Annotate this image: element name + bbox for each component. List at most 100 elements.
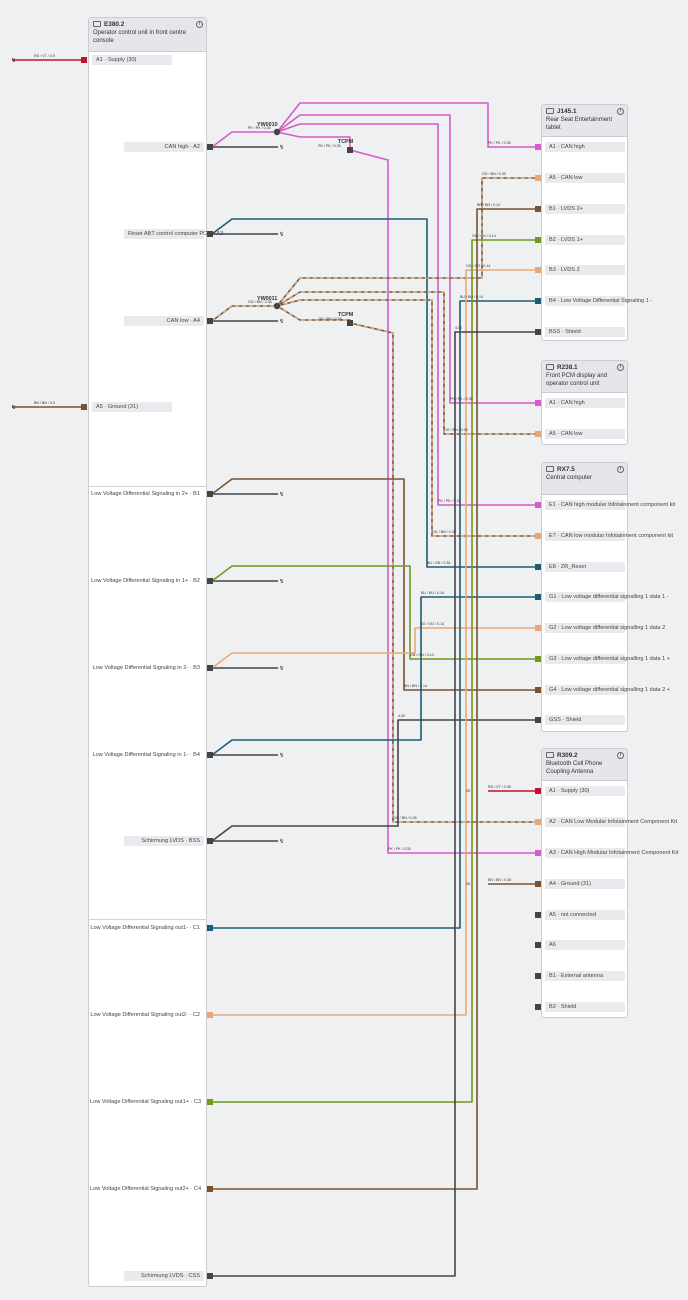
r238-pins-0[interactable]: A1 · CAN high xyxy=(545,398,625,408)
rx7-pins-4[interactable]: G2 · Low voltage differential signalling… xyxy=(545,623,665,633)
rx7-pins-7[interactable]: GSS · Shield xyxy=(545,715,625,725)
e380-terminal-10[interactable] xyxy=(207,925,213,931)
j145-pins-1[interactable]: A5 · CAN low xyxy=(545,173,625,183)
rx7-pins-5[interactable]: G3 · Low voltage differential signalling… xyxy=(545,654,670,664)
j145-pins-4[interactable]: B3 · LVDS 2 xyxy=(545,265,625,275)
rx7-terminal-7[interactable] xyxy=(535,717,541,723)
connector-link-icon[interactable]: ↯ xyxy=(279,144,284,151)
r309-terminal-4[interactable] xyxy=(535,912,541,918)
j145-terminal-5[interactable] xyxy=(535,298,541,304)
r309-terminal-7[interactable] xyxy=(535,1004,541,1010)
wire-can-low-r238[interactable] xyxy=(276,291,537,435)
rx7-pins-2[interactable]: E8 · ZR_Reset xyxy=(545,562,625,572)
r309-pins-1[interactable]: A2 · CAN Low Modular Infotainment Compon… xyxy=(545,817,677,827)
r309-pins-0[interactable]: A1 · Supply (30) xyxy=(545,786,625,796)
wire-c1[interactable] xyxy=(212,300,537,929)
e380-terminal-4[interactable] xyxy=(81,404,87,410)
r309-pins-3[interactable]: A4 · Ground (31) xyxy=(545,879,625,889)
wire-b4[interactable] xyxy=(211,596,537,756)
e380-terminal-6[interactable] xyxy=(207,578,213,584)
r309-terminal-0[interactable] xyxy=(535,788,541,794)
e380-pin-4[interactable]: A5 · Ground (31) xyxy=(92,402,172,412)
e380-terminal-9[interactable] xyxy=(207,838,213,844)
e380-terminal-7[interactable] xyxy=(207,665,213,671)
wire-can-high-r309[interactable] xyxy=(349,149,537,854)
connector-link-icon[interactable]: ↯ xyxy=(11,57,16,64)
e380-pin-7[interactable]: Low Voltage Differential Signaling in 2-… xyxy=(92,665,201,671)
wire-c3[interactable] xyxy=(212,239,537,1103)
wire-can-high-r238[interactable] xyxy=(276,114,537,404)
e380-pin-1[interactable]: CAN high · A2 xyxy=(124,142,204,152)
e380-terminal-11[interactable] xyxy=(207,1012,213,1018)
r309-terminal-3[interactable] xyxy=(535,881,541,887)
wire-can-low-rx7[interactable] xyxy=(276,299,537,537)
info-icon[interactable]: i xyxy=(196,21,203,28)
wire-b3[interactable] xyxy=(211,627,537,669)
j145-terminal-1[interactable] xyxy=(535,175,541,181)
info-icon[interactable]: i xyxy=(617,752,624,759)
wire-bss[interactable] xyxy=(211,719,537,842)
e380-terminal-5[interactable] xyxy=(207,491,213,497)
tcpm-connector[interactable] xyxy=(347,320,353,326)
j145-pins-0[interactable]: A1 · CAN high xyxy=(545,142,625,152)
e380-terminal-13[interactable] xyxy=(207,1186,213,1192)
tcpm-connector[interactable] xyxy=(347,147,353,153)
rx7-terminal-2[interactable] xyxy=(535,564,541,570)
r309-pins-7[interactable]: B2 · Shield xyxy=(545,1002,625,1012)
unit-e380[interactable]: E380.2 Operator control unit in front ce… xyxy=(88,17,207,1287)
rx7-terminal-5[interactable] xyxy=(535,656,541,662)
connector-link-icon[interactable]: ↯ xyxy=(279,318,284,325)
e380-terminal-12[interactable] xyxy=(207,1099,213,1105)
e380-pin-11[interactable]: Low Voltage Differential Signaling out2-… xyxy=(90,1012,200,1018)
rx7-terminal-3[interactable] xyxy=(535,594,541,600)
r309-terminal-1[interactable] xyxy=(535,819,541,825)
rx7-terminal-4[interactable] xyxy=(535,625,541,631)
info-icon[interactable]: i xyxy=(617,364,624,371)
splice-yw0010[interactable] xyxy=(273,128,281,136)
info-icon[interactable]: i xyxy=(617,466,624,473)
r238-terminal-0[interactable] xyxy=(535,400,541,406)
wire-can-low-j145[interactable] xyxy=(276,177,537,307)
wire-css[interactable] xyxy=(212,331,537,1277)
e380-pin-0[interactable]: A1 · Supply (30) xyxy=(92,55,172,65)
wire-b2[interactable] xyxy=(211,565,537,660)
r309-pins-4[interactable]: A5 · not connected xyxy=(545,910,625,920)
rx7-pins-1[interactable]: E7 · CAN low modular Infotainment compon… xyxy=(545,531,673,541)
r309-terminal-6[interactable] xyxy=(535,973,541,979)
j145-pins-3[interactable]: B2 · LVDS 1+ xyxy=(545,235,625,245)
r238-terminal-1[interactable] xyxy=(535,431,541,437)
j145-terminal-0[interactable] xyxy=(535,144,541,150)
j145-pins-2[interactable]: B1 · LVDS 2+ xyxy=(545,204,625,214)
e380-pin-13[interactable]: Low Voltage Differential Signaling out2+… xyxy=(90,1186,202,1192)
e380-pin-6[interactable]: Low Voltage Differential Signaling in 1+… xyxy=(91,578,200,584)
j145-pins-6[interactable]: BSS · Shield xyxy=(545,327,625,337)
rx7-terminal-0[interactable] xyxy=(535,502,541,508)
r238-pins-1[interactable]: A5 · CAN low xyxy=(545,429,625,439)
connector-link-icon[interactable]: ↯ xyxy=(279,665,284,672)
j145-terminal-3[interactable] xyxy=(535,237,541,243)
e380-pin-8[interactable]: Low Voltage Differential Signaling in 1-… xyxy=(92,752,201,758)
e380-pin-2[interactable]: Reset ABT control computer PCM · A3 xyxy=(124,229,223,239)
e380-terminal-14[interactable] xyxy=(207,1273,213,1279)
rx7-pins-6[interactable]: G4 · Low voltage differential signalling… xyxy=(545,685,670,695)
e380-terminal-3[interactable] xyxy=(207,318,213,324)
rx7-pins-0[interactable]: E1 · CAN high modular Infotainment compo… xyxy=(545,500,675,510)
j145-terminal-6[interactable] xyxy=(535,329,541,335)
connector-link-icon[interactable]: ↯ xyxy=(279,838,284,845)
e380-terminal-8[interactable] xyxy=(207,752,213,758)
rx7-pins-3[interactable]: G1 · Low voltage differential signalling… xyxy=(545,592,669,602)
wire-can-high-tcpm[interactable] xyxy=(276,131,351,150)
info-icon[interactable]: i xyxy=(617,108,624,115)
e380-terminal-0[interactable] xyxy=(81,57,87,63)
r309-terminal-5[interactable] xyxy=(535,942,541,948)
e380-pin-12[interactable]: Low Voltage Differential Signaling out1+… xyxy=(90,1099,202,1105)
wire-can-high-j145[interactable] xyxy=(276,102,537,148)
j145-terminal-4[interactable] xyxy=(535,267,541,273)
r309-pins-6[interactable]: B1 · External antenna xyxy=(545,971,625,981)
rx7-terminal-1[interactable] xyxy=(535,533,541,539)
wire-c2[interactable] xyxy=(212,269,537,1016)
wire-can-high-rx7[interactable] xyxy=(276,123,537,506)
r309-terminal-2[interactable] xyxy=(535,850,541,856)
rx7-terminal-6[interactable] xyxy=(535,687,541,693)
connector-link-icon[interactable]: ↯ xyxy=(279,231,284,238)
